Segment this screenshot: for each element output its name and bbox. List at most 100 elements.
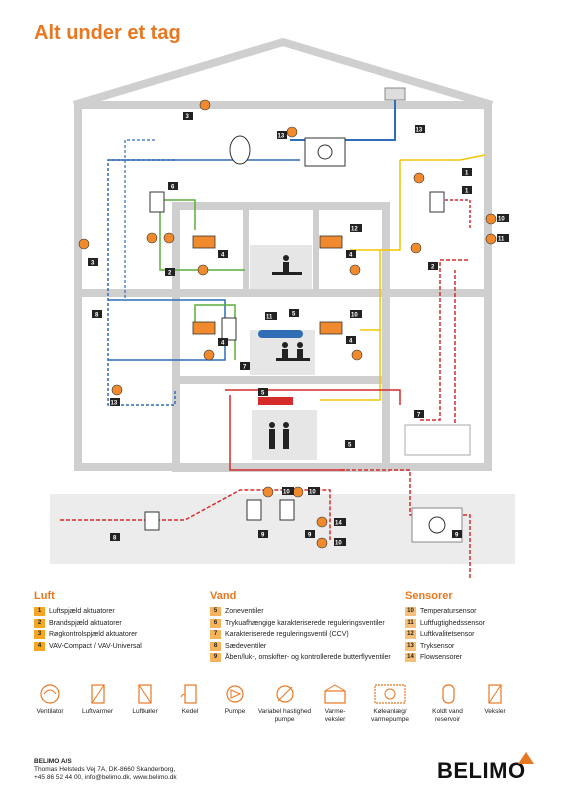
- label-10: 10: [335, 541, 342, 547]
- component-reservoir: Koldt vand reservoir: [425, 683, 470, 723]
- company-address: Thomas Helsteds Vej 7A, DK-8660 Skanderb…: [34, 766, 176, 773]
- legend-label: Sædeventiler: [225, 642, 267, 650]
- component-label: Veksler: [484, 708, 506, 715]
- label-11: 11: [266, 315, 273, 321]
- legend-label: Åben/luk-, omskifter- og kontrollerede b…: [225, 654, 391, 661]
- legend-number: 6: [210, 618, 221, 628]
- legend-heading-luft: Luft: [34, 590, 55, 602]
- building-diagram: 3 13 13 1 1 6 4 4 3 2 2 8 5 4 4 7 13 5 7…: [50, 37, 515, 580]
- legend-label: Luftfugtighedssensor: [420, 619, 485, 627]
- component-label: Pumpe: [224, 708, 246, 715]
- component-label: Variabel hastighed pumpe: [257, 708, 312, 723]
- label-8: 8: [113, 536, 117, 542]
- manifold: [404, 424, 471, 456]
- component-pumpe: Pumpe: [215, 683, 255, 716]
- label-9: 9: [455, 533, 459, 539]
- legend-label: Temperatursensor: [420, 608, 477, 615]
- basement-boiler-1: [246, 499, 262, 521]
- label-7: 7: [243, 365, 247, 371]
- label-4: 4: [221, 253, 225, 259]
- mid-cooler: [221, 317, 237, 341]
- legend-label: Røgkontrolspjæld aktuatorer: [49, 631, 138, 638]
- lobby-duct: [258, 397, 293, 405]
- label-3: 3: [91, 261, 95, 267]
- label-14: 14: [335, 521, 342, 527]
- green-duct: [159, 210, 245, 271]
- belimo-logo: BELIMO: [437, 758, 526, 783]
- heat-exchanger-icon: [324, 684, 346, 704]
- label-4: 4: [349, 253, 353, 259]
- company-contact: +45 86 52 44 00, info@belimo.dk, www.bel…: [34, 774, 177, 781]
- component-label: Luftvarmer: [81, 708, 114, 715]
- air-cooler-icon: [138, 684, 152, 704]
- legend-label: Luftkvalitetsensor: [420, 631, 475, 638]
- label-2: 2: [168, 271, 172, 277]
- component-varmeveksler: Varme-veksler: [315, 683, 355, 723]
- logo-mark-icon: [518, 752, 534, 764]
- legend-number: 3: [34, 630, 45, 639]
- legend-item: 12 Luftkvalitetsensor: [405, 630, 535, 639]
- legend-number: 5: [210, 607, 221, 616]
- component-label: Køleanlæg/ varmepumpe: [371, 708, 409, 723]
- label-13: 13: [111, 401, 118, 407]
- legend-number: 14: [405, 653, 416, 662]
- vav-box: [192, 235, 216, 249]
- boiler-icon: [180, 684, 197, 704]
- vav-box: [319, 321, 343, 335]
- variable-speed-pump-icon: [275, 685, 294, 703]
- legend-item: 11 Luftfugtighedssensor: [405, 618, 535, 628]
- component-luftkoler: Luftkøler: [125, 683, 165, 716]
- label-10: 10: [283, 490, 290, 496]
- label-9: 9: [261, 533, 265, 539]
- legend-number: 8: [210, 641, 221, 651]
- legend-item: 3 Røgkontrolspjæld aktuatorer: [34, 630, 199, 639]
- legend-label: Brandspjæld aktuatorer: [49, 619, 122, 627]
- component-label: Luftkøler: [132, 708, 158, 715]
- label-5: 5: [292, 312, 296, 318]
- component-variable-pump: Variabel hastighed pumpe: [257, 683, 312, 723]
- chiller-heat-pump-icon: [374, 684, 406, 704]
- label-10: 10: [309, 490, 316, 496]
- legend-item: 6 Trykuafhængige karakteriserede reguleri…: [210, 618, 400, 628]
- legend-item: 1 Luftspjæld aktuatorer: [34, 607, 199, 616]
- air-heater-icon: [90, 684, 105, 704]
- component-veksler: Veksler: [475, 683, 515, 716]
- legend-heading-sensorer: Sensorer: [405, 590, 453, 602]
- legend-number: 12: [405, 630, 416, 639]
- label-12: 12: [351, 227, 358, 233]
- legend-label: Trykuafhængige karakteriserede regulerin…: [225, 619, 385, 627]
- label-2: 2: [431, 265, 435, 271]
- legend-label: Karakteriserede reguleringsventil (CCV): [225, 631, 349, 638]
- component-kedel: Kedel: [170, 683, 210, 716]
- legend-number: 11: [405, 618, 416, 628]
- legend-number: 1: [34, 607, 45, 616]
- label-9: 9: [308, 533, 312, 539]
- label-5: 5: [261, 391, 265, 397]
- legend-label: Luftspjæld aktuatorer: [49, 608, 115, 615]
- ventilator-icon: [40, 684, 60, 704]
- left-ahu: [149, 191, 165, 213]
- legend-number: 2: [34, 618, 45, 628]
- footer: BELIMO A/S Thomas Helsteds Vej 7A, DK-86…: [34, 758, 177, 782]
- label-4: 4: [221, 341, 225, 347]
- core-structure: [172, 202, 390, 472]
- component-label: Ventilator: [36, 708, 64, 715]
- label-13: 13: [416, 128, 423, 134]
- legend-number: 13: [405, 641, 416, 651]
- label-10: 10: [498, 217, 505, 223]
- component-label: Kedel: [181, 708, 199, 715]
- legend-item: 5 Zoneventiler: [210, 607, 400, 616]
- label-6: 6: [171, 185, 175, 191]
- label-4: 4: [349, 339, 353, 345]
- legend-label: Zoneventiler: [225, 608, 264, 615]
- exchanger-icon: [488, 684, 502, 704]
- meeting-room-top: [250, 245, 312, 289]
